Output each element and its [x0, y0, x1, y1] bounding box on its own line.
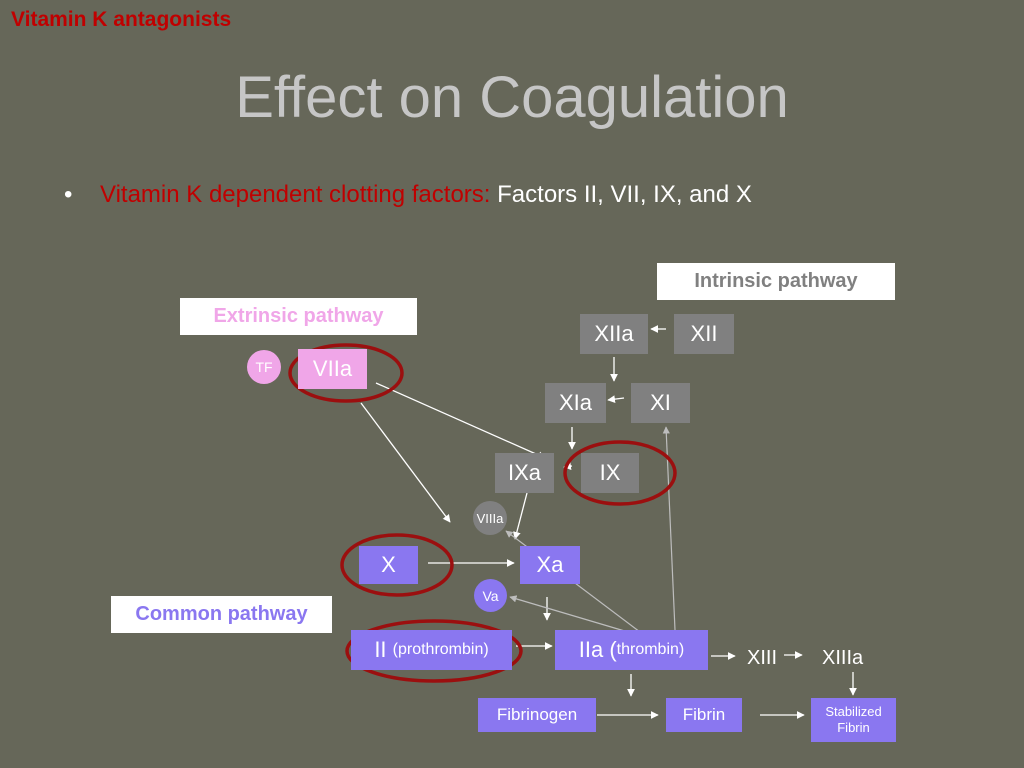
- factor-ii-label: II: [374, 637, 393, 662]
- thrombin-label: thrombin): [616, 641, 685, 658]
- stabilized-line-2: Fibrin: [837, 720, 870, 735]
- fibrinogen-box: Fibrinogen: [478, 698, 596, 732]
- arrow-viia-to-ixa: [375, 382, 546, 459]
- bullet-highlight: Vitamin K dependent clotting factors:: [100, 181, 491, 208]
- factor-ii-prothrombin: II (prothrombin): [351, 630, 512, 670]
- arrow-xi-to-xia: [607, 395, 625, 403]
- factor-iia-label: IIa (: [578, 637, 617, 662]
- factor-xia: XIa: [545, 383, 606, 423]
- factor-xi: XI: [631, 383, 690, 423]
- bullet-point: • Vitamin K dependent clotting factors: F…: [64, 181, 752, 209]
- factor-va: Va: [474, 579, 507, 612]
- factor-ix: IX: [581, 453, 639, 493]
- factor-x: X: [359, 546, 418, 584]
- highlight-ring-ix: [563, 440, 677, 506]
- highlight-ring-viia: [288, 343, 404, 403]
- extrinsic-pathway-label: Extrinsic pathway: [180, 298, 417, 335]
- bullet-marker: •: [64, 181, 73, 208]
- common-pathway-label: Common pathway: [111, 596, 332, 633]
- feedback-thrombin-to-xi: [662, 426, 676, 631]
- factor-xiiia: XIIIa: [822, 647, 864, 669]
- arrow-ixa-to-xa: [512, 492, 528, 540]
- highlight-ring-x: [340, 533, 454, 597]
- highlight-ring-ii: [345, 619, 523, 683]
- arrow-viia-to-x: [360, 402, 451, 523]
- stabilized-fibrin-box: Stabilized Fibrin: [811, 698, 896, 742]
- bullet-text: Factors II, VII, IX, and X: [490, 181, 752, 208]
- stabilized-line-1: Stabilized: [825, 704, 882, 719]
- factor-xiia: XIIa: [580, 314, 648, 354]
- factor-viia: VIIa: [298, 349, 367, 389]
- factor-iia-thrombin: IIa (thrombin): [555, 630, 708, 670]
- fibrin-box: Fibrin: [666, 698, 742, 732]
- page-title: Effect on Coagulation: [235, 65, 789, 130]
- factor-xiii: XIII: [747, 647, 778, 669]
- intrinsic-pathway-label: Intrinsic pathway: [657, 263, 895, 300]
- factor-tf: TF: [247, 350, 281, 384]
- corner-title: Vitamin K antagonists: [11, 8, 232, 31]
- factor-xii: XII: [674, 314, 734, 354]
- factor-xa: Xa: [520, 546, 580, 584]
- factor-ixa: IXa: [495, 453, 554, 493]
- prothrombin-label: (prothrombin): [392, 641, 489, 658]
- factor-viiia: VIIIa: [473, 501, 507, 535]
- feedback-thrombin-to-va: [509, 595, 629, 633]
